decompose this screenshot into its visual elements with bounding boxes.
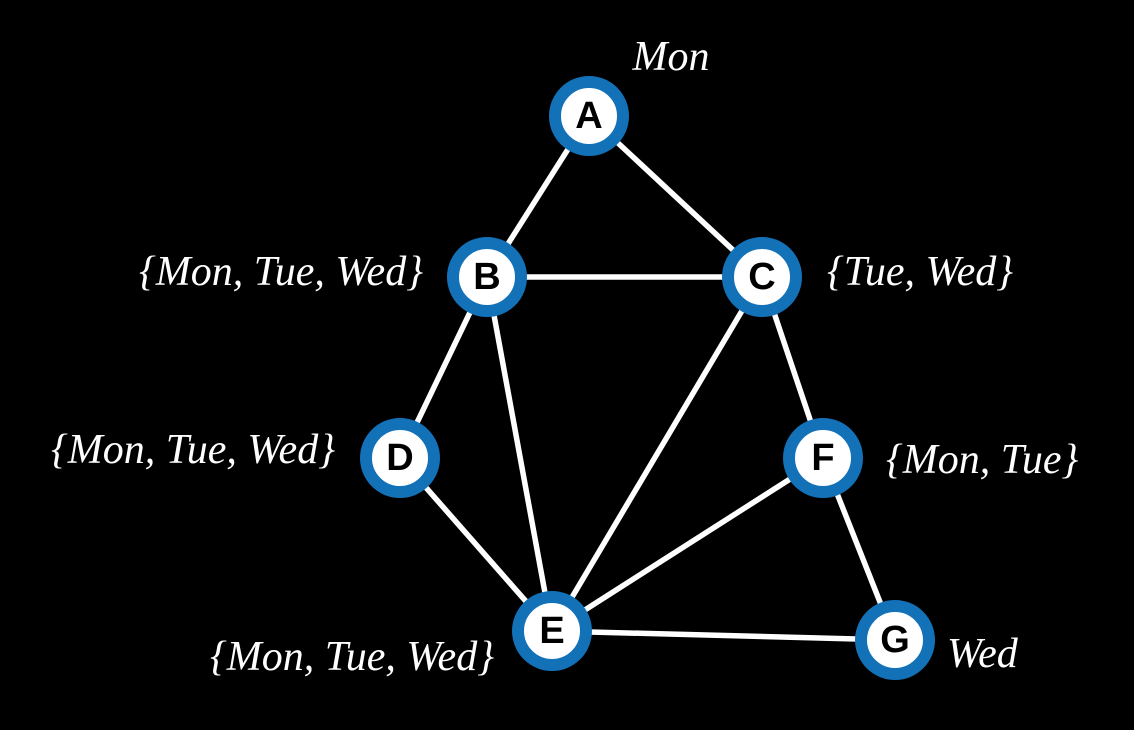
node-D-circle <box>360 418 440 498</box>
node-A-letter: A <box>575 95 602 137</box>
node-F: F <box>783 418 863 498</box>
node-A-circle <box>549 76 629 156</box>
node-B-circle <box>447 237 527 317</box>
node-G-circle <box>855 600 935 680</box>
node-F-letter: F <box>811 437 834 479</box>
node-E-circle <box>512 591 592 671</box>
node-G: G <box>855 600 935 680</box>
node-B-domain-label: {Mon, Tue, Wed} <box>139 249 423 295</box>
node-E-letter: E <box>539 610 564 652</box>
node-E: E <box>512 591 592 671</box>
node-D-letter: D <box>386 437 413 479</box>
node-C-letter: C <box>748 256 775 298</box>
node-G-domain-label: Wed <box>947 631 1019 677</box>
node-A-domain-label: Mon <box>632 34 710 80</box>
edges-layer <box>397 113 898 643</box>
nodes-layer: A B C D E F G <box>360 76 935 680</box>
node-G-letter: G <box>880 619 910 661</box>
node-A: A <box>549 76 629 156</box>
node-F-domain-label: {Mon, Tue} <box>886 437 1078 483</box>
node-D: D <box>360 418 440 498</box>
edge-E-G <box>549 628 898 643</box>
edge-B-E <box>484 274 555 634</box>
node-B: B <box>447 237 527 317</box>
edge-C-E <box>549 274 765 634</box>
edge-E-F <box>549 455 826 634</box>
node-B-letter: B <box>473 256 500 298</box>
node-C: C <box>722 237 802 317</box>
node-C-circle <box>722 237 802 317</box>
labels-layer: Mon {Mon, Tue, Wed} {Tue, Wed} {Mon, Tue, W… <box>51 34 1079 680</box>
node-F-circle <box>783 418 863 498</box>
node-D-domain-label: {Mon, Tue, Wed} <box>51 427 335 473</box>
node-C-domain-label: {Tue, Wed} <box>827 249 1013 295</box>
node-E-domain-label: {Mon, Tue, Wed} <box>210 634 494 680</box>
